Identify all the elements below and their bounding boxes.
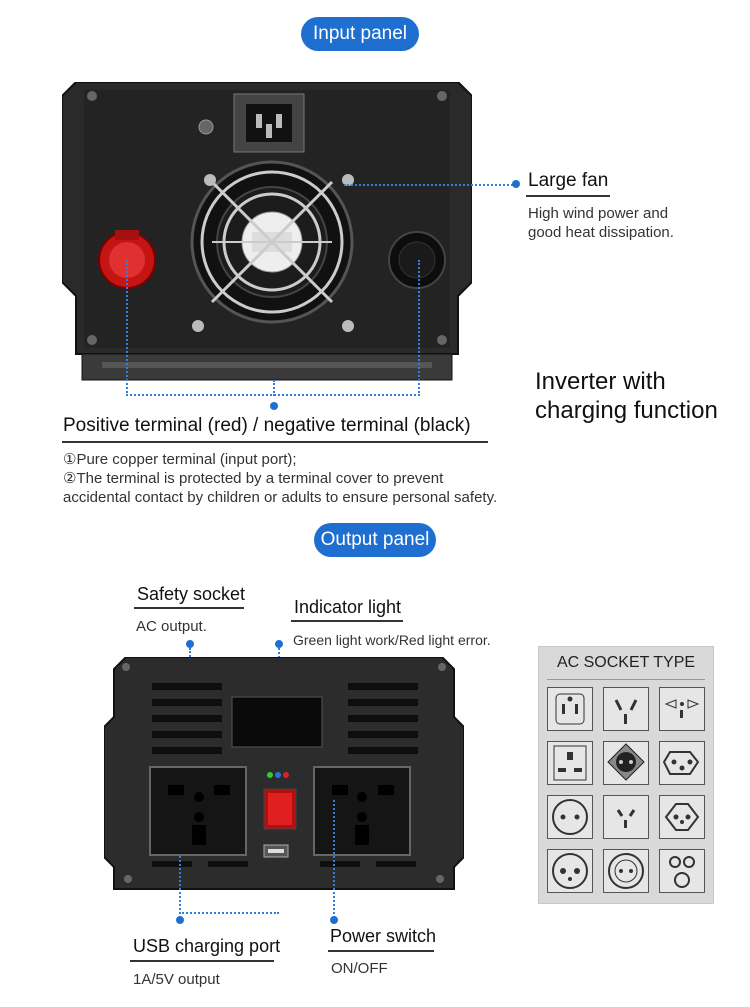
terminal-title: Positive terminal (red) / negative termi…	[63, 415, 471, 436]
safety-socket-underline	[134, 607, 244, 609]
fan-callout-line	[344, 184, 516, 186]
terminal-line-red	[126, 260, 128, 396]
terminal-note-3: accidental contact by children or adults…	[63, 489, 498, 506]
socket-swiss-icon	[659, 741, 705, 785]
indicator-desc: Green light work/Red light error.	[293, 632, 491, 648]
socket-french-icon	[603, 741, 649, 785]
socket-au-icon	[603, 687, 649, 731]
terminal-line-black	[418, 260, 420, 396]
usb-underline	[130, 960, 274, 962]
ac-socket-separator	[547, 679, 705, 680]
socket-universal-icon	[659, 687, 705, 731]
fan-desc-2: good heat dissipation.	[528, 224, 674, 241]
power-title: Power switch	[330, 926, 437, 946]
output-panel-heading: Output panel	[314, 523, 436, 557]
socket-italy-icon	[659, 795, 705, 839]
power-desc: ON/OFF	[331, 960, 388, 977]
usb-callout-line	[179, 856, 181, 914]
fan-callout-dot	[512, 180, 520, 188]
indicator-callout-dot	[275, 640, 283, 648]
input-panel-heading: Input panel	[301, 17, 419, 51]
terminal-note-1: ①Pure copper terminal (input port);	[63, 451, 297, 468]
usb-title: USB charging port	[133, 936, 281, 956]
fan-title: Large fan	[528, 170, 609, 191]
headline: Inverter with charging function	[535, 367, 718, 425]
socket-russia-icon	[547, 849, 593, 893]
indicator-title: Indicator light	[294, 597, 402, 617]
input-panel-image	[61, 81, 473, 387]
power-callout-line	[333, 800, 335, 918]
ac-socket-type-title: AC SOCKET TYPE	[556, 654, 696, 671]
indicator-underline	[291, 620, 403, 622]
usb-desc: 1A/5V output	[133, 971, 220, 988]
safety-socket-desc: AC output.	[136, 618, 207, 635]
headline-line-1: Inverter with	[535, 368, 666, 395]
terminal-title-underline	[62, 441, 488, 443]
safety-callout-dot	[186, 640, 194, 648]
terminal-dot	[270, 402, 278, 410]
power-underline	[328, 950, 434, 952]
usb-callout-hline	[179, 912, 279, 914]
headline-line-2: charging function	[535, 397, 718, 424]
socket-china-icon	[603, 795, 649, 839]
fan-title-underline	[526, 195, 610, 197]
terminal-line-center	[273, 380, 275, 396]
safety-socket-title: Safety socket	[137, 584, 246, 604]
usb-callout-dot	[176, 916, 184, 924]
socket-india-icon	[659, 849, 705, 893]
socket-euro-icon	[603, 849, 649, 893]
socket-schuko-icon	[547, 795, 593, 839]
ac-socket-type-panel: AC SOCKET TYPE	[538, 646, 714, 904]
output-panel-image	[103, 656, 465, 911]
socket-uk-icon	[547, 741, 593, 785]
fan-desc-1: High wind power and	[528, 205, 669, 222]
terminal-note-2: ②The terminal is protected by a terminal…	[63, 470, 444, 487]
socket-us-icon	[547, 687, 593, 731]
power-callout-dot	[330, 916, 338, 924]
